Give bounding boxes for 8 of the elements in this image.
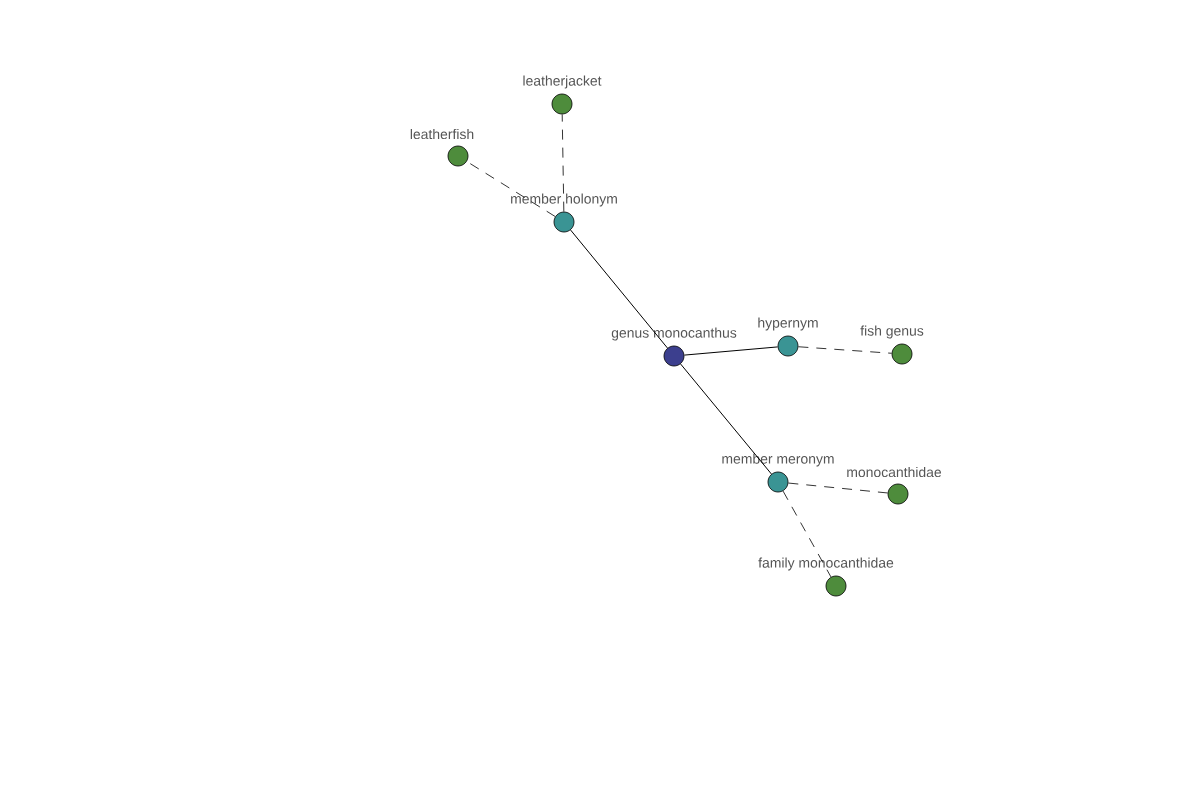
connector-line	[561, 114, 565, 212]
connector-line	[680, 363, 772, 475]
connector-line	[570, 229, 668, 349]
connector-line	[466, 161, 556, 217]
connector-line	[787, 482, 889, 494]
connector-line	[798, 346, 893, 354]
connector-line	[782, 490, 832, 578]
connector-line	[683, 346, 779, 356]
